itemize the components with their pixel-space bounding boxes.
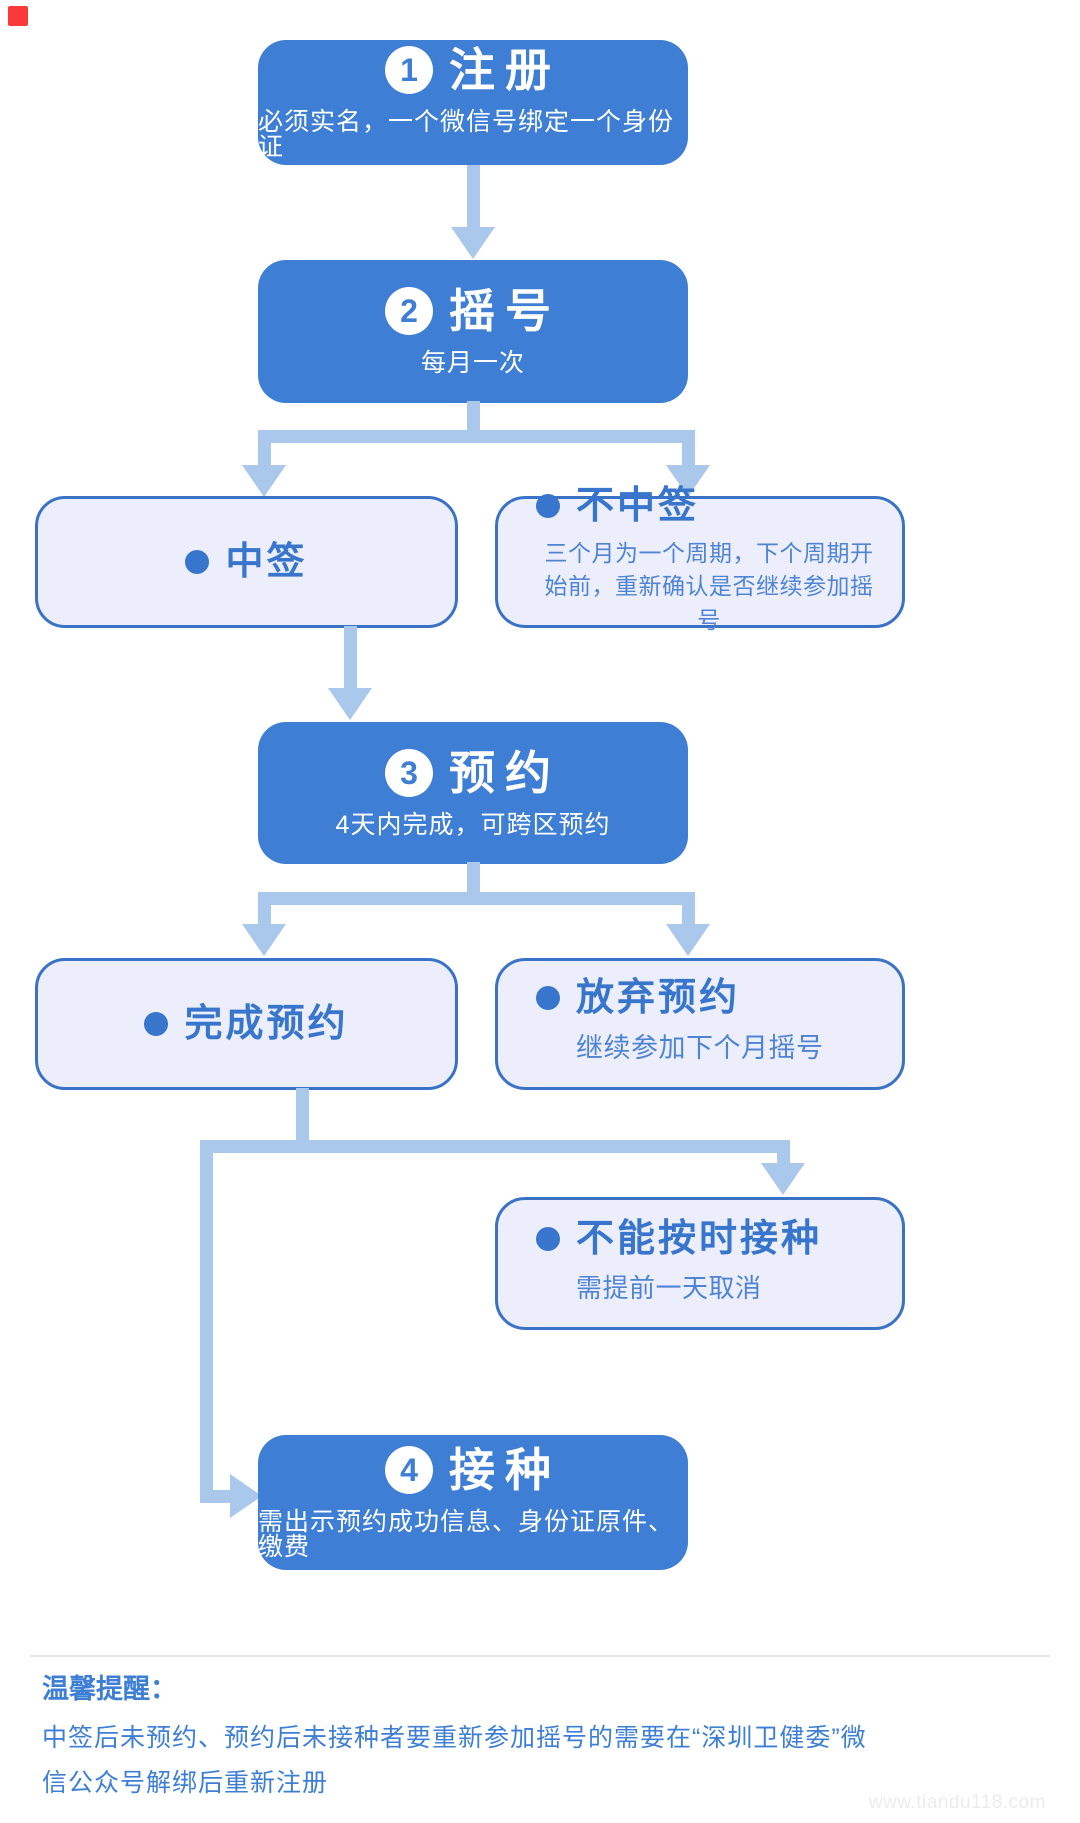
step-2-subtitle: 每月一次 (420, 349, 525, 377)
branch1-stub (467, 401, 480, 432)
step-2-lottery-box: 2 摇号 每月一次 (258, 260, 688, 403)
step-2-title-text: 摇号 (449, 285, 561, 337)
footer-body: 中签后未预约、预约后未接种者要重新参加摇号的需要在“深圳卫健委”微信公众号解绑后… (42, 1724, 867, 1797)
outcome-giveup-title: 放弃预约 (536, 979, 740, 1017)
branch2-left-drop (258, 892, 271, 926)
branch1-left-drop (258, 430, 271, 467)
connector-right-drop (777, 1140, 790, 1165)
outcome-win-box: 中签 (35, 496, 458, 628)
step-3-appointment-box: 3 预约 4天内完成，可跨区预约 (258, 722, 688, 864)
step-1-title: 1 注册 (385, 43, 561, 96)
arrow-down-icon (242, 924, 286, 956)
arrow-right-icon (230, 1474, 262, 1518)
step-1-number-icon: 1 (385, 45, 433, 94)
step-3-title-text: 预约 (449, 746, 561, 799)
arrow-down-icon (242, 465, 286, 497)
outcome-cannot-box: 不能按时接种 需提前一天取消 (495, 1197, 905, 1330)
footer-divider (30, 1655, 1050, 1657)
arrow-shaft (344, 626, 357, 690)
connector-bar (200, 1140, 790, 1153)
step-4-subtitle: 需出示预约成功信息、身份证原件、缴费 (258, 1507, 675, 1561)
footer-title: 温馨提醒： (42, 1674, 177, 1704)
step-3-subtitle: 4天内完成，可跨区预约 (335, 810, 611, 839)
arrow-shaft (467, 165, 480, 229)
watermark: www.tiandu118.com (868, 1792, 1046, 1813)
outcome-giveup-box: 放弃预约 继续参加下个月摇号 (495, 958, 905, 1090)
branch2-right-drop (682, 892, 695, 926)
outcome-cannot-title: 不能按时接种 (536, 1220, 822, 1258)
outcome-complete-text: 完成预约 (184, 1003, 349, 1045)
connector-left-drop (200, 1140, 213, 1503)
outcome-lose-subtitle: 三个月为一个周期，下个周期开始前，重新确认是否继续参加摇号 (544, 539, 874, 633)
red-corner-marker (8, 6, 28, 26)
bullet-icon (536, 986, 560, 1011)
bullet-icon (185, 550, 210, 574)
step-2-number-icon: 2 (385, 287, 433, 335)
bullet-icon (536, 493, 560, 518)
branch2-bar (258, 892, 695, 905)
step-4-number-icon: 4 (385, 1445, 433, 1494)
outcome-lose-text: 不中签 (576, 484, 700, 527)
step-4-vaccinate-box: 4 接种 需出示预约成功信息、身份证原件、缴费 (258, 1435, 688, 1570)
step-1-title-text: 注册 (449, 43, 561, 96)
connector-elbow (200, 1490, 232, 1503)
outcome-complete-box: 完成预约 (35, 958, 458, 1090)
step-3-title: 3 预约 (385, 746, 561, 799)
outcome-win-title: 中签 (185, 543, 307, 581)
connector-stub (296, 1088, 309, 1143)
arrow-down-icon (666, 924, 710, 956)
outcome-win-text: 中签 (225, 541, 308, 583)
step-3-number-icon: 3 (385, 748, 433, 797)
branch2-stub (467, 862, 480, 894)
arrow-down-icon (761, 1163, 805, 1195)
outcome-complete-title: 完成预约 (144, 1005, 348, 1043)
outcome-cannot-subtitle: 需提前一天取消 (576, 1272, 762, 1303)
arrow-down-icon (328, 688, 372, 720)
step-4-title-text: 接种 (449, 1443, 561, 1496)
branch1-bar (258, 430, 695, 443)
bullet-icon (536, 1226, 560, 1251)
step-1-register-box: 1 注册 必须实名，一个微信号绑定一个身份证 (258, 40, 688, 165)
outcome-giveup-text: 放弃预约 (576, 977, 741, 1020)
branch1-right-drop (682, 430, 695, 467)
bullet-icon (144, 1012, 169, 1036)
outcome-lose-title: 不中签 (536, 487, 699, 525)
step-4-title: 4 接种 (385, 1443, 561, 1496)
outcome-giveup-subtitle: 继续参加下个月摇号 (576, 1033, 824, 1064)
step-1-subtitle: 必须实名，一个微信号绑定一个身份证 (258, 107, 675, 161)
outcome-lose-box: 不中签 三个月为一个周期，下个周期开始前，重新确认是否继续参加摇号 (495, 487, 905, 633)
arrow-down-icon (666, 465, 710, 497)
arrow-down-icon (451, 227, 495, 259)
step-2-title: 2 摇号 (385, 287, 561, 335)
outcome-cannot-text: 不能按时接种 (576, 1217, 823, 1260)
